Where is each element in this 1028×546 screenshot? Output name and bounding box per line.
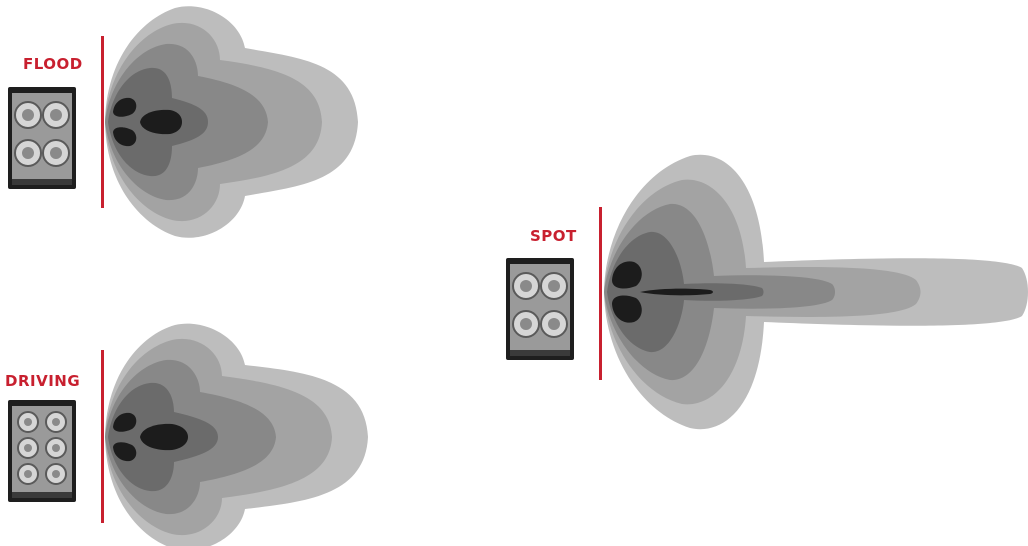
spot-label: SPOT — [530, 227, 577, 245]
spot-divider-line — [599, 207, 602, 380]
driving-divider-line — [101, 350, 104, 523]
driving-label: DRIVING — [5, 372, 80, 390]
driving-light-icon — [8, 400, 76, 502]
spot-light-icon — [506, 258, 574, 360]
flood-divider-line — [101, 36, 104, 208]
flood-label: FLOOD — [23, 55, 83, 73]
flood-light-icon — [8, 87, 76, 189]
